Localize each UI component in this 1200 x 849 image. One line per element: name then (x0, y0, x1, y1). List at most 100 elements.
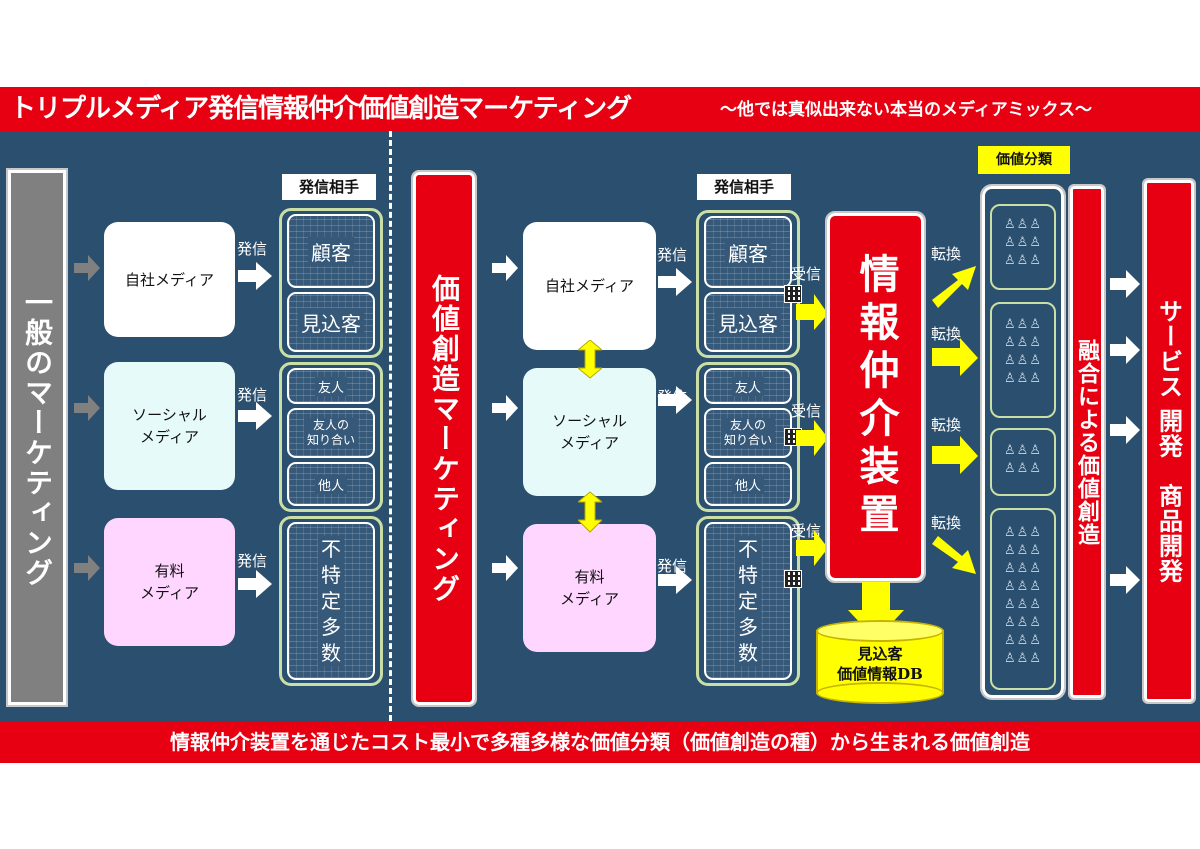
people-icon: ♙♙♙♙♙♙♙♙♙♙♙♙♙♙♙♙♙♙♙♙♙♙♙♙ (1004, 525, 1042, 666)
categories-header: 価値分類 (978, 146, 1070, 174)
arrow-icon (74, 255, 100, 281)
people-icon: ♙♙♙♙♙♙ (1004, 443, 1042, 476)
left-paid-media-label: 有料 メディア (140, 562, 199, 602)
receive-arrows (796, 294, 828, 566)
left-send-arrows (238, 262, 272, 598)
value-marketing-bar: 価値創造マーケティング (411, 170, 477, 707)
convert-arrows (932, 266, 978, 574)
left-social-media-label: ソーシャル メディア (132, 406, 207, 446)
convert-label-1: 転換 (931, 245, 962, 263)
right-send-label-1: 発信 (657, 246, 688, 264)
arrow-down-icon (848, 582, 904, 640)
fusion-value-creation-bar: 融合による価値創造 (1068, 184, 1106, 700)
right-arrows-in (492, 255, 518, 581)
arrow-icon (74, 395, 100, 421)
double-arrow-icon (578, 340, 602, 379)
right-own-media-label: 自社メディア (545, 277, 634, 295)
value-categories-panel (980, 184, 1066, 700)
right-send-arrows (658, 268, 692, 594)
arrow-up-right-icon (932, 266, 976, 308)
arrow-down-right-icon (932, 536, 976, 574)
left-social-media: ソーシャル メディア (104, 362, 235, 490)
arrow-icon (492, 255, 518, 281)
right-targets-own-group (696, 210, 800, 358)
footer-caption: 情報仲介装置を通じたコスト最小で多種多様な価値分類（価値創造の種）から生まれる価… (170, 730, 1030, 754)
arrow-icon (796, 530, 828, 566)
right-targets-header: 発信相手 (697, 174, 791, 200)
section-divider (389, 131, 392, 721)
category-1: ♙♙♙♙♙♙♙♙♙ (990, 204, 1056, 290)
general-marketing-bar: 一般のマーケティング (6, 168, 68, 707)
right-target-unspecified: 不 特 定 多 数 (704, 522, 792, 680)
info-broker-device: 情報仲介装置 (825, 211, 926, 583)
left-targets-own-group (279, 208, 383, 358)
page-subtitle: ～他では真似出来ない本当のメディアミックス～ (720, 100, 1092, 120)
db-bottom (816, 682, 944, 704)
footer-bar (0, 721, 1200, 763)
right-target-friend: 友人 (704, 368, 792, 404)
prospect-db: 見込客 価値情報DB (816, 620, 944, 704)
left-target-stranger: 他人 (287, 462, 375, 506)
left-own-media: 自社メディア (104, 222, 235, 337)
left-target-friend: 友人 (287, 368, 375, 404)
category-2: ♙♙♙♙♙♙♙♙♙♙♙♙ (990, 302, 1056, 418)
qr-code-icon (784, 285, 802, 303)
left-own-media-label: 自社メディア (125, 270, 214, 289)
arrow-icon (238, 402, 272, 430)
db-arrow (848, 582, 904, 640)
arrow-icon (238, 262, 272, 290)
service-product-development-label: サービス 開発 商品開発 (1154, 298, 1184, 584)
page-title: トリプルメディア発信情報仲介価値創造マーケティング (10, 94, 632, 124)
double-arrow-icon (578, 491, 602, 533)
qr-code-icon (784, 570, 802, 588)
service-product-development-bar: サービス 開発 商品開発 (1142, 178, 1196, 704)
arrow-icon (492, 395, 518, 421)
receive-label-1: 受信 (791, 265, 822, 283)
right-own-media: 自社メディア (523, 222, 656, 350)
arrow-icon (658, 386, 692, 414)
receive-label-3: 受信 (791, 522, 822, 540)
left-target-customer: 顧客 (287, 214, 375, 288)
category-4: ♙♙♙♙♙♙♙♙♙♙♙♙♙♙♙♙♙♙♙♙♙♙♙♙ (990, 508, 1056, 690)
db-label: 見込客 価値情報DB (837, 645, 923, 683)
arrow-icon (1110, 566, 1140, 594)
right-social-media-label: ソーシャル メディア (552, 412, 627, 452)
media-link-arrows (578, 340, 602, 533)
arrow-icon (658, 268, 692, 296)
right-social-media: ソーシャル メディア (523, 368, 656, 496)
fusion-value-creation-label: 融合による価値創造 (1074, 338, 1100, 546)
right-target-friend-acquaintance: 友人の 知り合い (704, 408, 792, 458)
result-arrows (1110, 270, 1140, 594)
left-send-label-2: 発信 (237, 386, 268, 404)
right-targets-paid-group (696, 516, 800, 686)
category-3: ♙♙♙♙♙♙ (990, 428, 1056, 496)
arrow-icon (238, 570, 272, 598)
right-target-prospect: 見込客 (704, 292, 792, 352)
arrow-icon (1110, 270, 1140, 298)
arrow-icon (74, 555, 100, 581)
convert-label-3: 転換 (931, 416, 962, 434)
right-paid-media: 有料 メディア (523, 524, 656, 652)
header-bar (0, 87, 1200, 131)
convert-label-4: 転換 (931, 514, 962, 532)
right-paid-media-label: 有料 メディア (560, 568, 619, 608)
arrow-icon (1110, 416, 1140, 444)
people-icon: ♙♙♙♙♙♙♙♙♙♙♙♙ (1004, 317, 1042, 386)
arrow-icon (796, 294, 828, 330)
left-targets-social-group (279, 362, 383, 512)
info-broker-device-label: 情報仲介装置 (852, 253, 900, 541)
people-icon: ♙♙♙♙♙♙♙♙♙ (1004, 217, 1042, 268)
left-target-unspecified: 不 特 定 多 数 (287, 522, 375, 680)
left-arrows-in (74, 255, 100, 581)
left-send-label-3: 発信 (237, 552, 268, 570)
arrow-icon (932, 338, 978, 376)
left-targets-paid-group (279, 516, 383, 686)
arrow-icon (796, 420, 828, 456)
left-target-prospect: 見込客 (287, 292, 375, 352)
arrow-icon (658, 566, 692, 594)
right-target-customer: 顧客 (704, 216, 792, 288)
db-top (816, 620, 944, 642)
receive-label-2: 受信 (791, 402, 822, 420)
left-paid-media: 有料 メディア (104, 518, 235, 646)
left-target-friend-acquaintance: 友人の 知り合い (287, 408, 375, 458)
